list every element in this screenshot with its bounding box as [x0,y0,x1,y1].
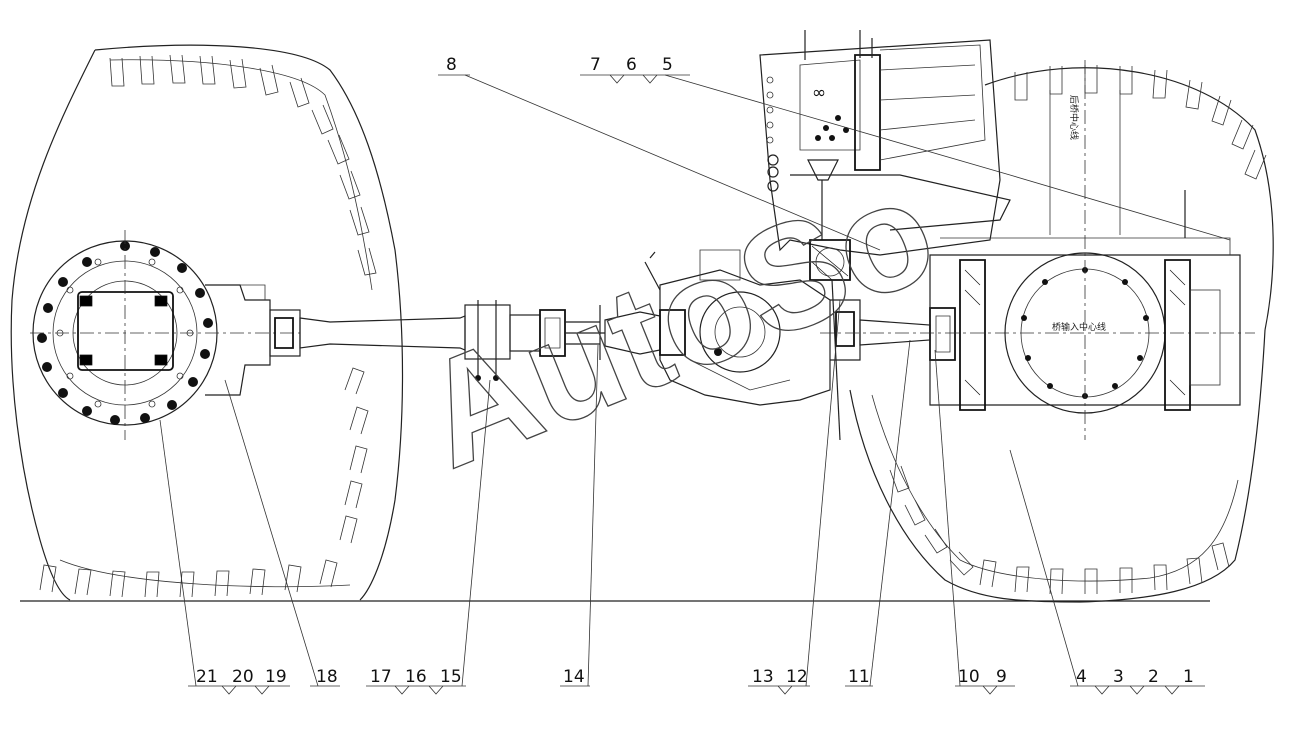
callout-17: 17 [370,667,392,687]
callout-2: 2 [1148,667,1159,687]
callout-3: 3 [1113,667,1124,687]
callout-12: 12 [786,667,808,687]
callout-5: 5 [662,55,673,75]
callout-16: 16 [405,667,427,687]
cab-frame: ∞ [759,30,1011,441]
callout-14: 14 [563,667,585,687]
top-callout-leaders [438,74,1231,251]
callout-6: 6 [626,55,637,75]
watermark: AutoSo [399,144,956,500]
callout-9: 9 [996,667,1007,687]
callout-11: 11 [848,667,870,687]
transfer-case [644,249,831,406]
right-tire [849,65,1274,603]
callout-4: 4 [1076,667,1087,687]
left-tire [10,44,404,601]
bottom-callout-leaders [159,299,1205,695]
front-axle-housing [205,284,271,396]
callout-20: 20 [232,667,254,687]
callout-18: 18 [316,667,338,687]
transmission-input-center-label: 桥输入中心线 [1052,321,1106,333]
callout-21: 21 [196,667,218,687]
callout-7: 7 [590,55,601,75]
callout-1: 1 [1183,667,1194,687]
callout-19: 19 [265,667,287,687]
callout-8: 8 [446,55,457,75]
callout-15: 15 [440,667,462,687]
rear-axle-center-label: 后桥中心线 [1068,95,1080,140]
rear-axle-hub [929,60,1241,440]
left-wheel-hub [30,230,300,440]
callout-13: 13 [752,667,774,687]
callout-10: 10 [958,667,980,687]
svg-text:∞: ∞ [812,83,826,103]
